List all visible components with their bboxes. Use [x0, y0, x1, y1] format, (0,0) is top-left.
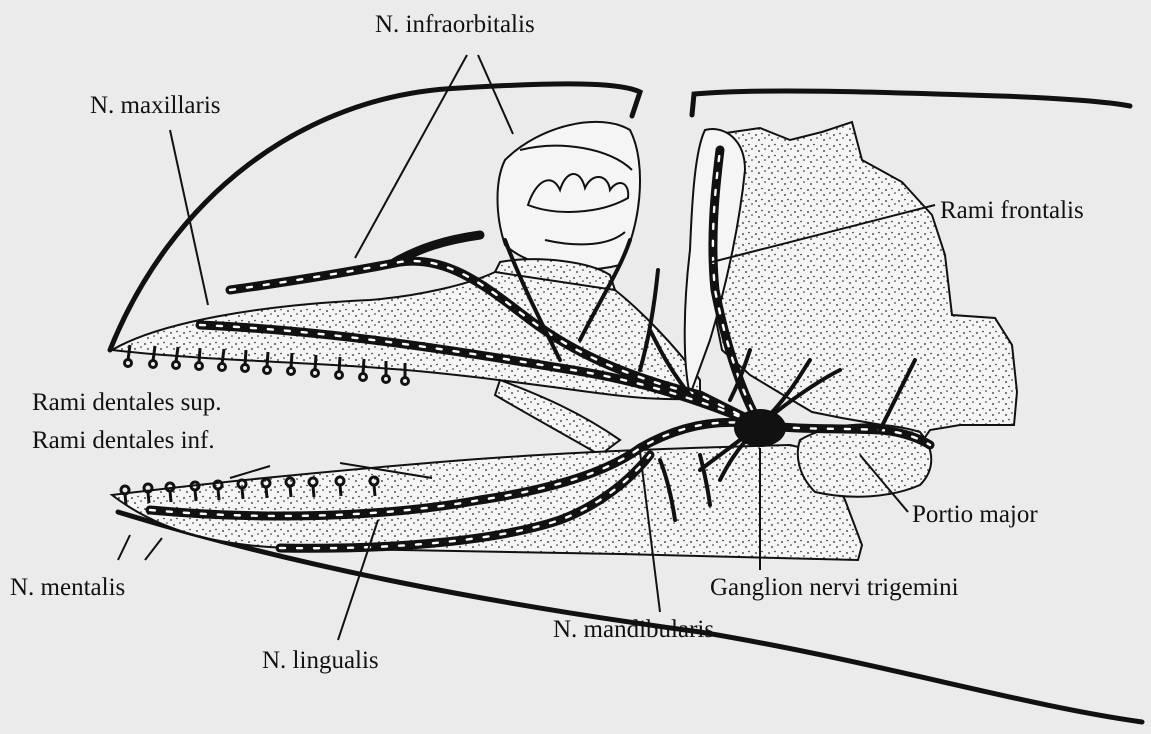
leader-maxillaris — [170, 130, 208, 305]
leader-mentalis-1 — [118, 535, 130, 560]
cranial-bone — [712, 122, 1017, 452]
label-rami-dentales-inf: Rami dentales inf. — [32, 427, 215, 454]
label-mentalis: N. mentalis — [10, 574, 125, 601]
label-lingualis: N. lingualis — [262, 647, 379, 674]
leader-infraorbital-2 — [478, 55, 513, 134]
forehead-outline — [692, 91, 1130, 115]
label-rami-frontalis: Rami frontalis — [940, 197, 1084, 224]
nasal-capsule — [498, 122, 641, 270]
leader-infraorbital-1 — [355, 55, 467, 258]
label-maxillaris: N. maxillaris — [90, 92, 221, 119]
label-ganglion: Ganglion nervi trigemini — [710, 574, 959, 601]
label-rami-dentales-sup: Rami dentales sup. — [32, 389, 222, 416]
leader-rami-dentales-inf — [230, 466, 270, 478]
leader-mentalis-2 — [145, 538, 162, 560]
trigeminal-ganglion — [734, 409, 786, 447]
label-portio-major: Portio major — [912, 501, 1038, 528]
label-infraorbitalis: N. infraorbitalis — [375, 11, 535, 38]
label-mandibularis: N. mandibularis — [553, 616, 714, 643]
nasal-structure — [498, 122, 641, 270]
infraorbital-branch — [395, 235, 480, 262]
